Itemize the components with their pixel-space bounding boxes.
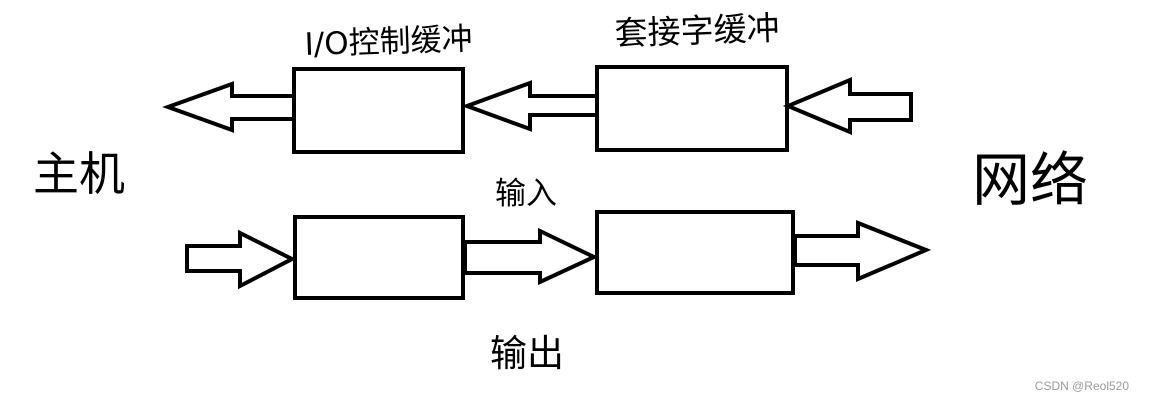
io-buffer-box-bottom <box>293 215 465 300</box>
input-label: 输入 <box>495 176 557 212</box>
watermark: CSDN @Reol520 <box>1034 379 1129 393</box>
output-label: 输出 <box>490 332 564 375</box>
arrow-socket-to-network <box>793 220 932 283</box>
socket-buffer-box-top <box>595 65 789 152</box>
arrow-io-to-socket <box>463 227 599 286</box>
network-label: 网络 <box>972 146 1088 214</box>
arrow-socket-to-io <box>461 80 599 132</box>
io-buffer-box-top <box>292 67 465 154</box>
socket-buffer-box-bottom <box>595 210 795 295</box>
io-buffer-label: I/O控制缓冲 <box>304 21 473 63</box>
network-buffer-label: 套接字缓冲 <box>614 8 780 53</box>
arrow-host-to-io <box>185 229 297 290</box>
host-label: 主机 <box>33 147 125 201</box>
arrow-network-to-socket <box>782 76 913 136</box>
arrow-io-to-host <box>162 81 296 133</box>
